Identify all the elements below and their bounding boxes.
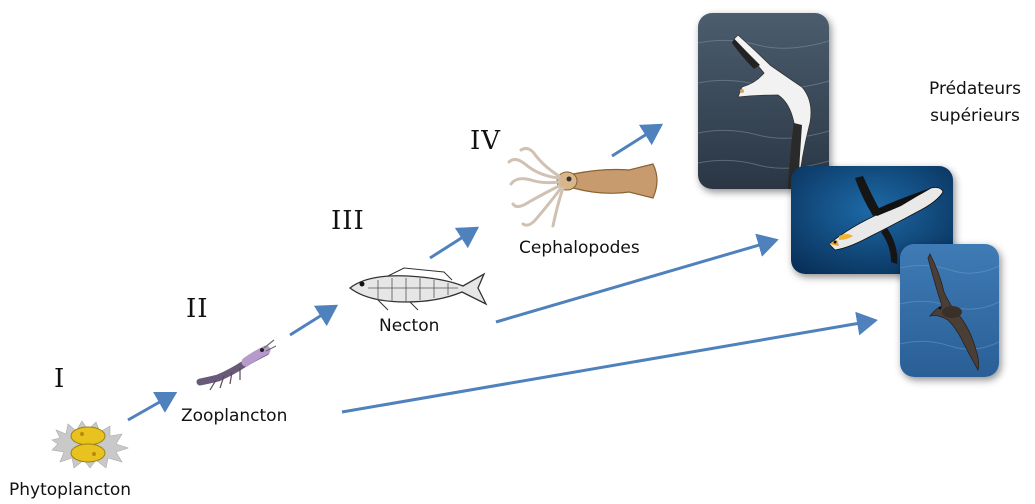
predators-title: Prédateurs supérieurs: [915, 76, 1035, 130]
arrow-phyto-to-zoo: [128, 395, 172, 420]
arrow-zoo-to-necton: [290, 308, 333, 335]
predators-title-line1: Prédateurs: [915, 76, 1035, 103]
label-zooplancton: Zooplancton: [181, 406, 287, 426]
level-IV: IV: [470, 126, 501, 156]
albatross-photo: [698, 13, 829, 189]
arrow-necton-to-cephalo: [430, 230, 474, 258]
squid-icon: [503, 146, 663, 236]
predators-title-line2: supérieurs: [915, 103, 1035, 130]
zooplankton-icon: [196, 338, 276, 392]
phytoplankton-icon: [50, 418, 132, 470]
level-III: III: [331, 206, 365, 236]
level-II: II: [186, 294, 209, 324]
petrel-photo: [900, 244, 999, 377]
label-cephalopodes: Cephalopodes: [519, 238, 640, 258]
label-necton: Necton: [379, 316, 439, 336]
label-phytoplancton: Phytoplancton: [9, 480, 131, 500]
level-I: I: [54, 364, 65, 394]
fish-icon: [348, 266, 488, 312]
